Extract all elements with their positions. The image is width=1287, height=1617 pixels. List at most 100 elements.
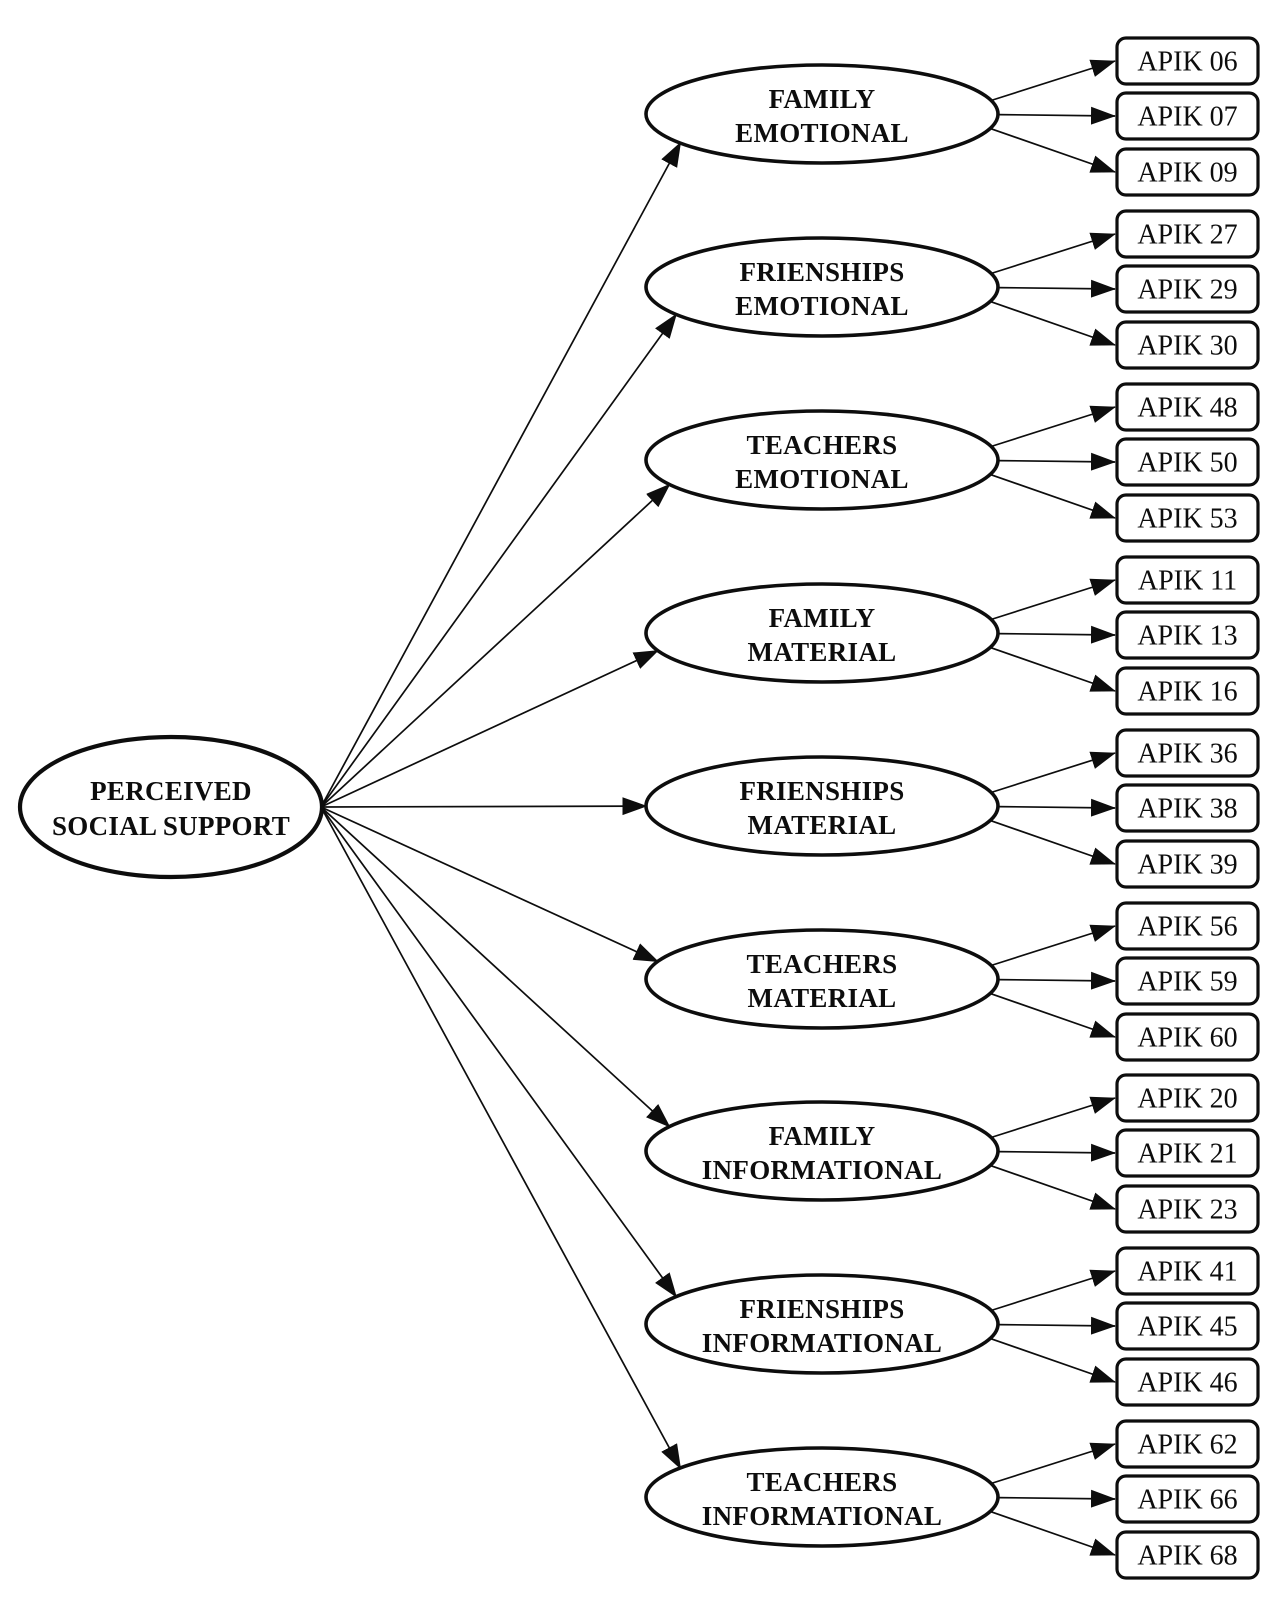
arrow-root-to-frienships-informational [320, 806, 678, 1298]
item-node-apik-27: APIK 27 [1115, 209, 1260, 259]
arrow-teachers-emotional-to-apik-48 [990, 405, 1116, 448]
item-label: APIK 30 [1137, 331, 1237, 362]
arrow-teachers-material-to-apik-56 [990, 924, 1116, 967]
item-node-apik-09: APIK 09 [1115, 147, 1260, 197]
factor-label-line: TEACHERS [747, 1467, 898, 1497]
factor-label-line: FRIENSHIPS [739, 1294, 904, 1324]
item-box [1115, 147, 1260, 197]
factor-node-teachers-informational: TEACHERS INFORMATIONAL [644, 1446, 1000, 1548]
arrow-family-informational-to-apik-23 [989, 1164, 1116, 1210]
item-node-apik-53: APIK 53 [1115, 493, 1260, 543]
arrow-frienships-informational-to-apik-41 [990, 1269, 1116, 1312]
item-label: APIK 38 [1137, 794, 1237, 825]
item-label: APIK 62 [1137, 1430, 1237, 1461]
factor-label-line: FRIENSHIPS [739, 257, 904, 287]
item-label: APIK 68 [1137, 1541, 1237, 1572]
item-box [1115, 493, 1260, 543]
item-label: APIK 36 [1137, 739, 1237, 770]
arrow-family-material-to-apik-11 [990, 578, 1116, 621]
item-box [1115, 36, 1260, 86]
item-node-apik-07: APIK 07 [1115, 91, 1260, 141]
item-node-apik-66: APIK 66 [1115, 1474, 1260, 1524]
arrow-frienships-informational-to-apik-46 [989, 1337, 1116, 1383]
item-box [1115, 382, 1260, 432]
item-label: APIK 29 [1137, 275, 1237, 306]
arrow-frienships-emotional-to-apik-27 [990, 232, 1116, 275]
arrow-teachers-informational-to-apik-66 [997, 1489, 1116, 1508]
item-box [1115, 209, 1260, 259]
item-node-apik-21: APIK 21 [1115, 1128, 1260, 1178]
item-label: APIK 16 [1137, 677, 1237, 708]
arrow-teachers-informational-to-apik-62 [990, 1442, 1116, 1485]
factor-ellipse [644, 755, 1000, 857]
arrow-teachers-material-to-apik-60 [989, 992, 1116, 1038]
factor-label-line: EMOTIONAL [735, 118, 909, 148]
item-node-apik-36: APIK 36 [1115, 728, 1260, 778]
factor-label-line: TEACHERS [747, 430, 898, 460]
item-box [1115, 1073, 1260, 1123]
factor-label-line: INFORMATIONAL [702, 1501, 942, 1531]
factor-label-line: FAMILY [769, 603, 876, 633]
factor-label-line: FRIENSHIPS [739, 776, 904, 806]
item-box [1115, 1530, 1260, 1580]
arrow-frienships-informational-to-apik-45 [997, 1316, 1116, 1335]
item-box [1115, 437, 1260, 487]
item-label: APIK 48 [1137, 393, 1237, 424]
factor-label-line: MATERIAL [748, 637, 897, 667]
item-label: APIK 13 [1137, 621, 1237, 652]
item-box [1115, 1012, 1260, 1062]
item-node-apik-30: APIK 30 [1115, 320, 1260, 370]
arrow-family-informational-to-apik-20 [990, 1096, 1116, 1139]
arrow-family-informational-to-apik-21 [997, 1143, 1116, 1162]
factor-label-line: FAMILY [769, 84, 876, 114]
item-node-apik-60: APIK 60 [1115, 1012, 1260, 1062]
item-box [1115, 320, 1260, 370]
arrow-frienships-material-to-apik-39 [989, 819, 1116, 865]
factor-ellipse [644, 236, 1000, 338]
root-label-line: PERCEIVED [90, 776, 252, 806]
factor-node-teachers-emotional: TEACHERS EMOTIONAL [644, 409, 1000, 511]
item-node-apik-11: APIK 11 [1115, 555, 1260, 605]
arrow-root-to-frienships-material [320, 797, 648, 816]
item-node-apik-48: APIK 48 [1115, 382, 1260, 432]
factor-label-line: EMOTIONAL [735, 464, 909, 494]
item-box [1115, 1246, 1260, 1296]
item-box [1115, 264, 1260, 314]
factor-label-line: MATERIAL [748, 983, 897, 1013]
factor-node-teachers-material: TEACHERS MATERIAL [644, 928, 1000, 1030]
arrow-family-material-to-apik-16 [989, 646, 1116, 692]
factor-node-family-material: FAMILY MATERIAL [644, 582, 1000, 684]
item-label: APIK 27 [1137, 220, 1237, 251]
item-label: APIK 39 [1137, 850, 1237, 881]
arrow-frienships-material-to-apik-36 [990, 751, 1116, 794]
item-label: APIK 41 [1137, 1257, 1237, 1288]
item-node-apik-68: APIK 68 [1115, 1530, 1260, 1580]
item-box [1115, 901, 1260, 951]
item-node-apik-56: APIK 56 [1115, 901, 1260, 951]
root-label-line: SOCIAL SUPPORT [52, 811, 290, 841]
item-node-apik-59: APIK 59 [1115, 956, 1260, 1006]
arrow-family-emotional-to-apik-09 [989, 127, 1116, 173]
arrow-root-to-frienships-emotional [320, 313, 678, 808]
item-label: APIK 46 [1137, 1368, 1237, 1399]
item-box [1115, 783, 1260, 833]
arrow-root-to-teachers-informational [320, 806, 682, 1470]
item-label: APIK 59 [1137, 967, 1237, 998]
factor-label-line: TEACHERS [747, 949, 898, 979]
item-node-apik-62: APIK 62 [1115, 1419, 1260, 1469]
arrow-root-to-family-informational [320, 806, 671, 1128]
item-box [1115, 1128, 1260, 1178]
arrow-teachers-emotional-to-apik-53 [989, 473, 1116, 519]
factor-label-line: FAMILY [769, 1121, 876, 1151]
item-label: APIK 07 [1137, 102, 1237, 133]
arrow-teachers-informational-to-apik-68 [989, 1510, 1116, 1556]
item-box [1115, 839, 1260, 889]
item-box [1115, 555, 1260, 605]
item-box [1115, 666, 1260, 716]
item-node-apik-13: APIK 13 [1115, 610, 1260, 660]
item-node-apik-23: APIK 23 [1115, 1184, 1260, 1234]
item-label: APIK 11 [1138, 566, 1237, 597]
